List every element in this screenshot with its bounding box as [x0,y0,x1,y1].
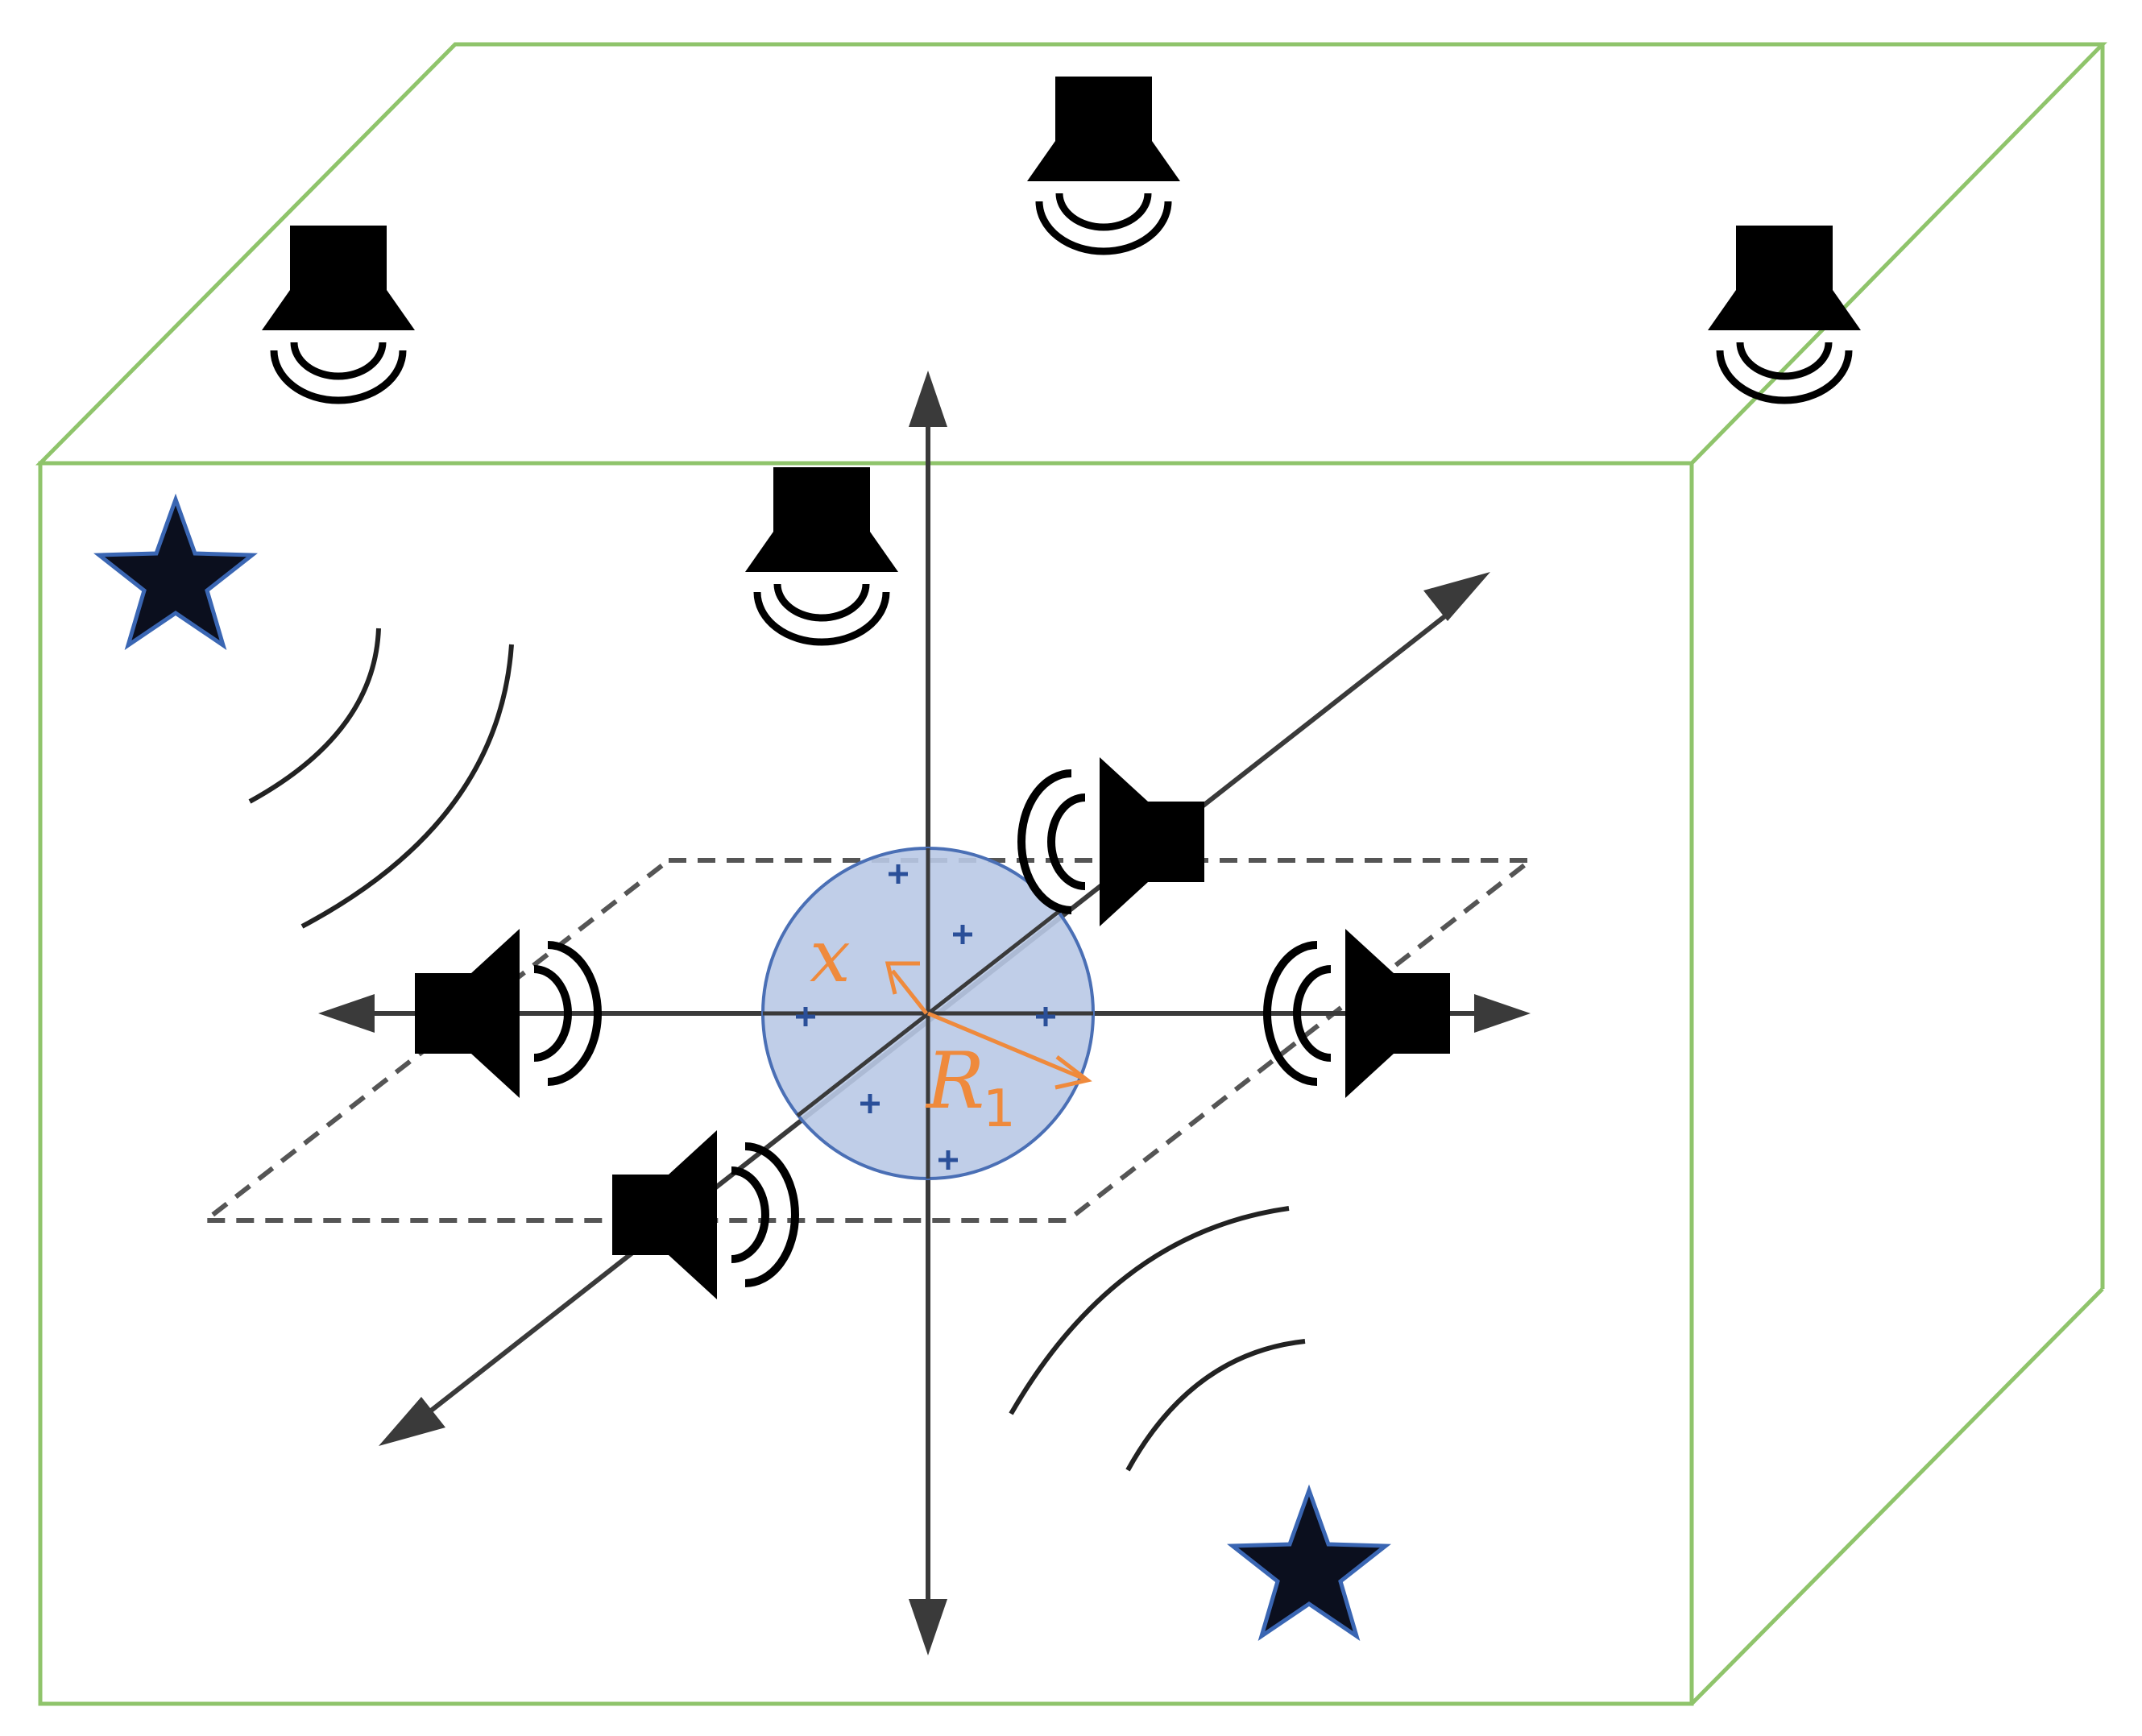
wavefront-arc [1009,1206,1290,1415]
depth-axis-near-arrow [379,1397,445,1446]
wavefront-arc [300,644,514,929]
speaker-icon [1021,757,1204,926]
horizontal-plane [198,858,1538,1223]
sound-sources [99,499,1386,1636]
position-label: x [810,914,851,999]
speaker-icon [1708,226,1861,400]
radius-label-subscript: 1 [983,1079,1016,1139]
speaker-icon [262,226,415,400]
horizontal-axis-left-arrow [318,994,375,1033]
star-icon [1233,1490,1386,1636]
star-icon [99,499,252,645]
speaker-icon [415,929,598,1098]
radius-label: R [925,1036,984,1126]
speaker-icon [1027,77,1180,251]
reproduction-region: x R 1 [761,847,1095,1180]
wavefront-arc [1125,1339,1306,1472]
position-vector-arrowhead [885,961,920,995]
box-right-bottom-edge [1690,1287,2104,1705]
radius-vector-arrowhead [1054,1055,1092,1090]
depth-axis-far-arrow [1423,572,1490,621]
vertical-axis-bottom-arrow [909,1599,947,1655]
box-front-face [38,461,1694,1706]
horizontal-axis-right-arrow [1474,994,1531,1033]
radius-vector [927,1011,1087,1082]
room-box [35,42,2107,1706]
vertical-axis-top-arrow [909,371,947,427]
speaker-icon [1267,929,1450,1098]
speaker-icon [612,1130,795,1299]
loudspeaker-array [262,77,1861,1299]
speaker-icon [745,467,898,642]
wavefront-arc [248,628,381,804]
position-vector [891,969,928,1015]
